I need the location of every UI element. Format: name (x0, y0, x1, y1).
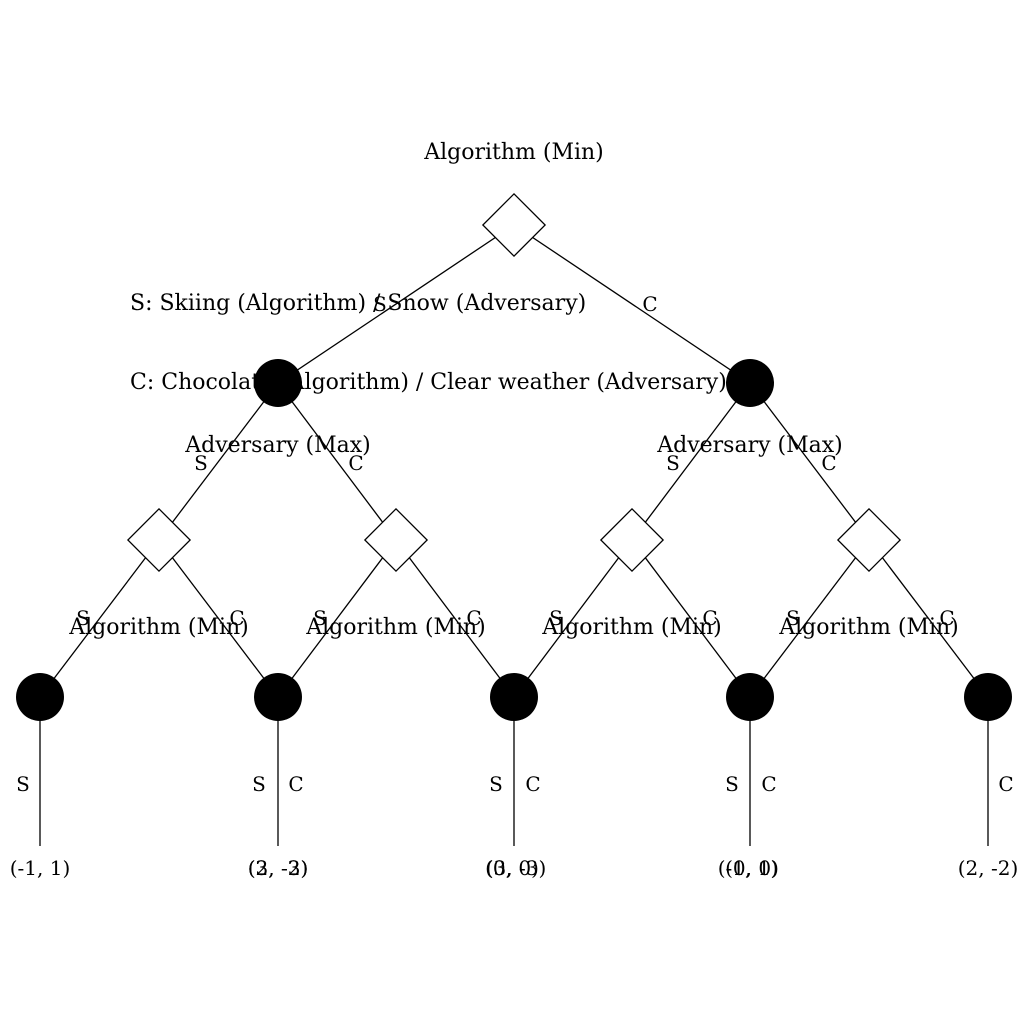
payoff-2b: (2, -2) (248, 856, 309, 880)
move-label-d4-c: C (939, 606, 954, 630)
legend-s: S: Skiing (Algorithm) / Snow (Adversary) (130, 291, 586, 316)
edge-d4-a (749, 539, 870, 698)
min-node-1 (126, 507, 192, 573)
edge-l1-b (277, 382, 397, 541)
move-label-l-s: S (194, 451, 208, 475)
move-label-leaf4-s: S (725, 772, 739, 796)
move-label-d3-s: S (549, 606, 563, 630)
move-label-leaf1-s: S (16, 772, 30, 796)
move-label-leaf5-c: C (998, 772, 1013, 796)
min-node-4 (836, 507, 902, 573)
move-label-d4-s: S (786, 606, 800, 630)
payoff-2a: (3, -3) (248, 856, 309, 880)
edge-d3-a (513, 539, 633, 698)
min-node-2 (363, 507, 429, 573)
move-label-l-c: C (348, 451, 363, 475)
algorithm-label-3: Algorithm (Min) (541, 615, 722, 640)
edge-d2-a (277, 539, 397, 698)
algorithm-label-2: Algorithm (Min) (305, 615, 486, 640)
move-label-leaf2-c: C (288, 772, 303, 796)
max-node-left (254, 359, 302, 407)
legend-c: C: Chocolate (Algorithm) / Clear weather… (130, 370, 727, 395)
adversary-label-right: Adversary (Max) (656, 433, 843, 458)
leaf-node-2 (254, 673, 302, 721)
move-label-leaf3-s: S (489, 772, 503, 796)
payoff-4a: (-1, 1) (718, 856, 779, 880)
tree-edges (39, 224, 989, 846)
min-node-3 (599, 507, 665, 573)
edge-root-left (277, 224, 515, 384)
edge-d4-b (868, 539, 989, 698)
move-label-r-s: S (666, 451, 680, 475)
move-label-d1-s: S (76, 606, 90, 630)
edge-r1-a (631, 382, 751, 541)
payoff-4b: (0, 0) (725, 856, 779, 880)
move-label-r-c: C (821, 451, 836, 475)
move-label-leaf3-c: C (525, 772, 540, 796)
move-label-d3-c: C (702, 606, 717, 630)
edge-d1-b (158, 539, 279, 698)
payoff-3b: (3, -3) (486, 856, 547, 880)
algorithm-label-1: Algorithm (Min) (68, 615, 249, 640)
root-min-node (481, 192, 547, 258)
edge-d2-b (395, 539, 515, 698)
leaf-node-4 (726, 673, 774, 721)
payoff-5: (2, -2) (958, 856, 1019, 880)
edge-l1-a (158, 382, 279, 541)
move-label-leaf4-c: C (761, 772, 776, 796)
payoff-3a: (0, 0) (485, 856, 539, 880)
move-label-leaf2-s: S (252, 772, 266, 796)
edge-d1-a (39, 539, 160, 698)
root-player-label: Algorithm (Min) (423, 140, 604, 165)
leaf-node-5 (964, 673, 1012, 721)
move-label-d1-c: C (229, 606, 244, 630)
move-label-d2-c: C (466, 606, 481, 630)
leaf-node-3 (490, 673, 538, 721)
move-label-root-c: C (642, 292, 657, 316)
adversary-label-left: Adversary (Max) (184, 433, 371, 458)
edge-d3-b (631, 539, 751, 698)
leaf-node-1 (16, 673, 64, 721)
algorithm-label-4: Algorithm (Min) (778, 615, 959, 640)
move-label-root-s: S (373, 292, 387, 316)
max-node-right (726, 359, 774, 407)
edge-root-right (513, 224, 751, 384)
payoff-1: (-1, 1) (10, 856, 71, 880)
edge-r1-b (749, 382, 870, 541)
tree-nodes (16, 192, 1012, 721)
move-label-d2-s: S (313, 606, 327, 630)
